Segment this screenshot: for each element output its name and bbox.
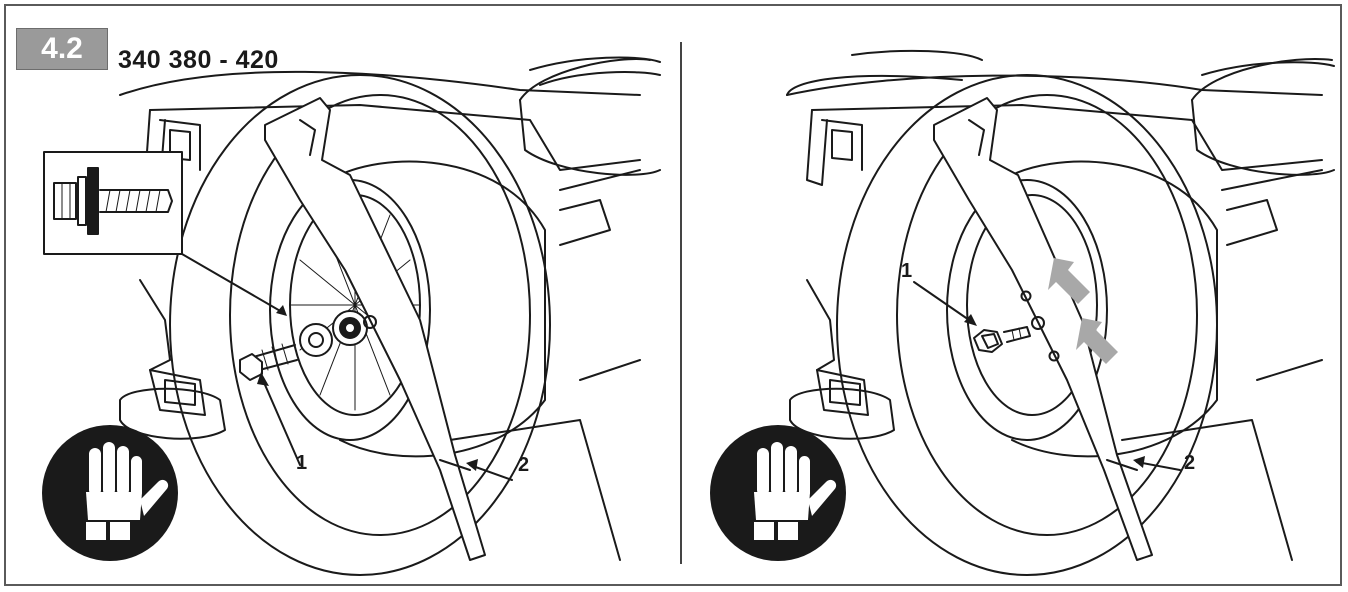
panel-divider (680, 42, 682, 564)
section-badge: 4.2 (16, 28, 108, 70)
right-callout-blade: 2 (1184, 452, 1196, 474)
left-panel-illustration (42, 56, 661, 576)
arrow-icon (1048, 258, 1118, 364)
model-numbers: 340 380 - 420 (118, 46, 279, 74)
left-callout-blade: 2 (518, 454, 530, 476)
right-callout-bolt: 1 (901, 260, 913, 282)
left-callout-bolt: 1 (296, 452, 308, 474)
glove-icon (710, 425, 846, 561)
glove-icon (42, 425, 178, 561)
right-panel-illustration (710, 49, 1335, 576)
